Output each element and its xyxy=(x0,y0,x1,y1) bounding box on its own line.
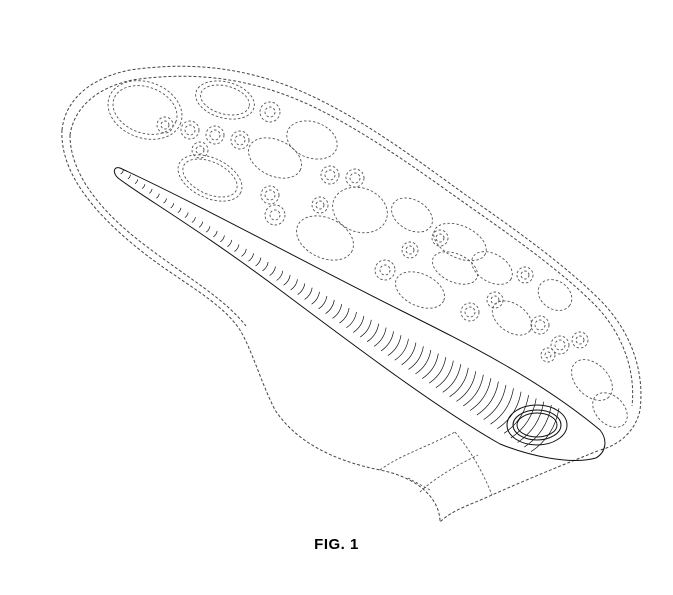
cushion-rib xyxy=(408,346,424,370)
cushion-rib xyxy=(387,335,402,356)
cushion-rib xyxy=(170,203,175,209)
cushion-rib xyxy=(255,257,262,267)
cushion-rib xyxy=(469,378,492,411)
cushion-rib xyxy=(373,327,387,347)
cushion-rib xyxy=(304,287,313,300)
sole-outline xyxy=(61,65,642,524)
cushion-rib xyxy=(483,384,507,420)
cushion-rib xyxy=(156,193,160,199)
cushion-rib xyxy=(456,371,477,402)
traction-lugs xyxy=(107,80,628,428)
ribbed-cushion-element xyxy=(113,167,606,461)
cushion-rib xyxy=(241,248,247,257)
cushion-rib xyxy=(269,266,276,276)
cushion-rib xyxy=(366,323,380,342)
cushion-rib xyxy=(163,198,167,204)
cushion-rib xyxy=(191,217,196,223)
cushion-rib xyxy=(476,381,499,416)
cushion-rib xyxy=(510,398,537,439)
cushion-rib xyxy=(442,364,462,393)
cushion-rib xyxy=(283,274,291,286)
cushion-rib xyxy=(503,395,529,434)
cushion-rib xyxy=(530,408,560,452)
cushion-rib xyxy=(318,295,328,310)
cushion-rib xyxy=(248,253,254,262)
cushion-rib xyxy=(428,357,447,384)
cushion-rib xyxy=(490,388,514,425)
cushion-rib xyxy=(353,315,365,333)
cushion-rib xyxy=(380,331,394,352)
cushion-rib xyxy=(394,338,409,361)
cushion-rib xyxy=(346,311,357,329)
cushion-rib xyxy=(311,291,320,305)
cushion-rib xyxy=(360,319,372,338)
small-nubs xyxy=(156,101,589,363)
cushion-rib xyxy=(184,212,189,218)
cushion-rib xyxy=(262,262,269,272)
cushion-rib xyxy=(325,299,335,314)
cushion-rib xyxy=(422,353,439,379)
cushion-rib xyxy=(332,303,343,319)
cushion-rib xyxy=(290,279,298,291)
cushion-rib xyxy=(141,184,146,189)
cushion-rib xyxy=(149,188,153,194)
cushion-rib xyxy=(177,207,182,214)
cushion-rib xyxy=(463,374,484,407)
cushion-rib xyxy=(435,360,454,388)
cushion-rib xyxy=(401,342,417,366)
cushion-rib xyxy=(198,221,203,228)
cushion-rib xyxy=(134,179,139,185)
cushion-rib xyxy=(213,230,218,238)
cushion-rib xyxy=(120,169,124,175)
cushion-rib xyxy=(517,401,545,443)
cushion-rib xyxy=(234,244,240,252)
cushion-rib xyxy=(220,235,225,243)
cushion-rib xyxy=(449,367,469,398)
cushion-rib xyxy=(205,226,211,233)
cushion-rib xyxy=(339,307,350,324)
cushion-ribs xyxy=(120,169,560,452)
cushion-rib xyxy=(415,349,432,375)
cushion-rib xyxy=(127,174,131,180)
figure-caption: FIG. 1 xyxy=(314,536,359,553)
cushion-rib xyxy=(227,239,233,247)
cushion-rib xyxy=(297,283,306,296)
cushion-rib xyxy=(276,270,284,281)
